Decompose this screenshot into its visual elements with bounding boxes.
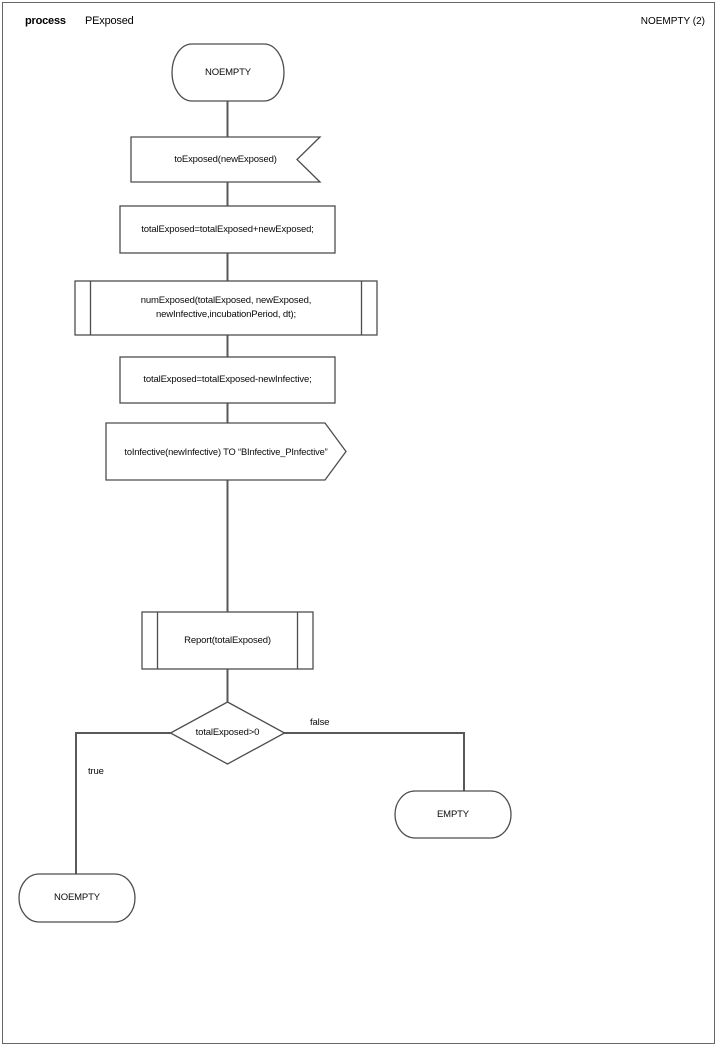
connector-decision-true-branch	[75, 732, 171, 875]
assign-add-task-label: totalExposed=totalExposed+newExposed;	[141, 223, 314, 235]
procedure-numexposed-label: numExposed(totalExposed, newExposed, new…	[140, 295, 312, 320]
procedure-report-shape	[141, 611, 314, 670]
input-signal-shape	[130, 136, 322, 183]
procedure-report-outer-rect	[141, 611, 314, 670]
input-signal-label: toExposed(newExposed)	[174, 153, 277, 165]
connector-decision-false-branch	[284, 732, 465, 792]
next-state-label: NOEMPTY	[54, 892, 100, 903]
decision-true-branch-label: true	[88, 766, 104, 777]
procedure-numexposed-shape	[74, 280, 378, 336]
output-signal-shape	[105, 422, 347, 481]
empty-state-shape	[394, 790, 512, 839]
start-state-shape	[171, 43, 285, 102]
process-name: PExposed	[85, 15, 134, 27]
assign-subtract-task-shape	[119, 356, 336, 404]
decision-false-branch-label: false	[310, 717, 330, 728]
assign-subtract-task-label: totalExposed=totalExposed-newInfective;	[143, 374, 312, 385]
decision-condition-label: totalExposed>0	[195, 727, 260, 738]
page-reference: NOEMPTY (2)	[640, 16, 705, 27]
procedure-numexposed-outer-rect	[74, 280, 378, 336]
output-signal-label: toInfective(newInfective) TO “BInfective…	[124, 446, 328, 457]
process-kind-label: process	[25, 15, 66, 27]
decision-diamond-shape	[169, 701, 286, 765]
procedure-report-label: Report(totalExposed)	[184, 634, 271, 646]
assign-add-task-shape	[119, 205, 336, 254]
start-state-label: NOEMPTY	[205, 66, 251, 78]
next-state-shape	[18, 873, 136, 923]
empty-state-label: EMPTY	[437, 808, 469, 820]
